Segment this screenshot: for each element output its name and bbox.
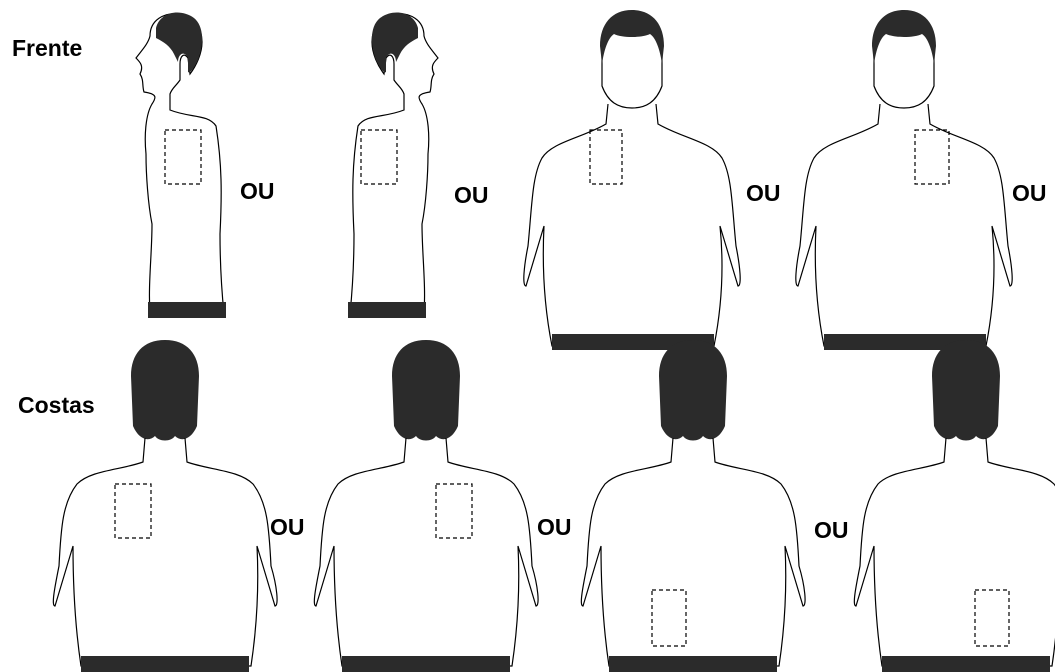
- front-torso-icon: [796, 10, 1012, 350]
- side-profile-torso-icon: [136, 13, 226, 318]
- dashed-rectangle-patch-icon: [115, 484, 151, 538]
- dashed-rectangle-patch-icon: [165, 130, 201, 184]
- front-torso-icon: [524, 10, 740, 350]
- dashed-rectangle-patch-icon: [590, 130, 622, 184]
- dashed-rectangle-patch-icon: [652, 590, 686, 646]
- dashed-rectangle-patch-icon: [975, 590, 1009, 646]
- dashed-rectangle-patch-icon: [436, 484, 472, 538]
- back-torso-icon: [581, 340, 805, 672]
- dashed-rectangle-patch-icon: [361, 130, 397, 184]
- back-torso-icon: [314, 340, 538, 672]
- side-profile-torso-icon: [348, 13, 438, 318]
- back-torso-icon: [53, 340, 277, 672]
- back-torso-icon: [854, 340, 1055, 672]
- dashed-rectangle-patch-icon: [915, 130, 949, 184]
